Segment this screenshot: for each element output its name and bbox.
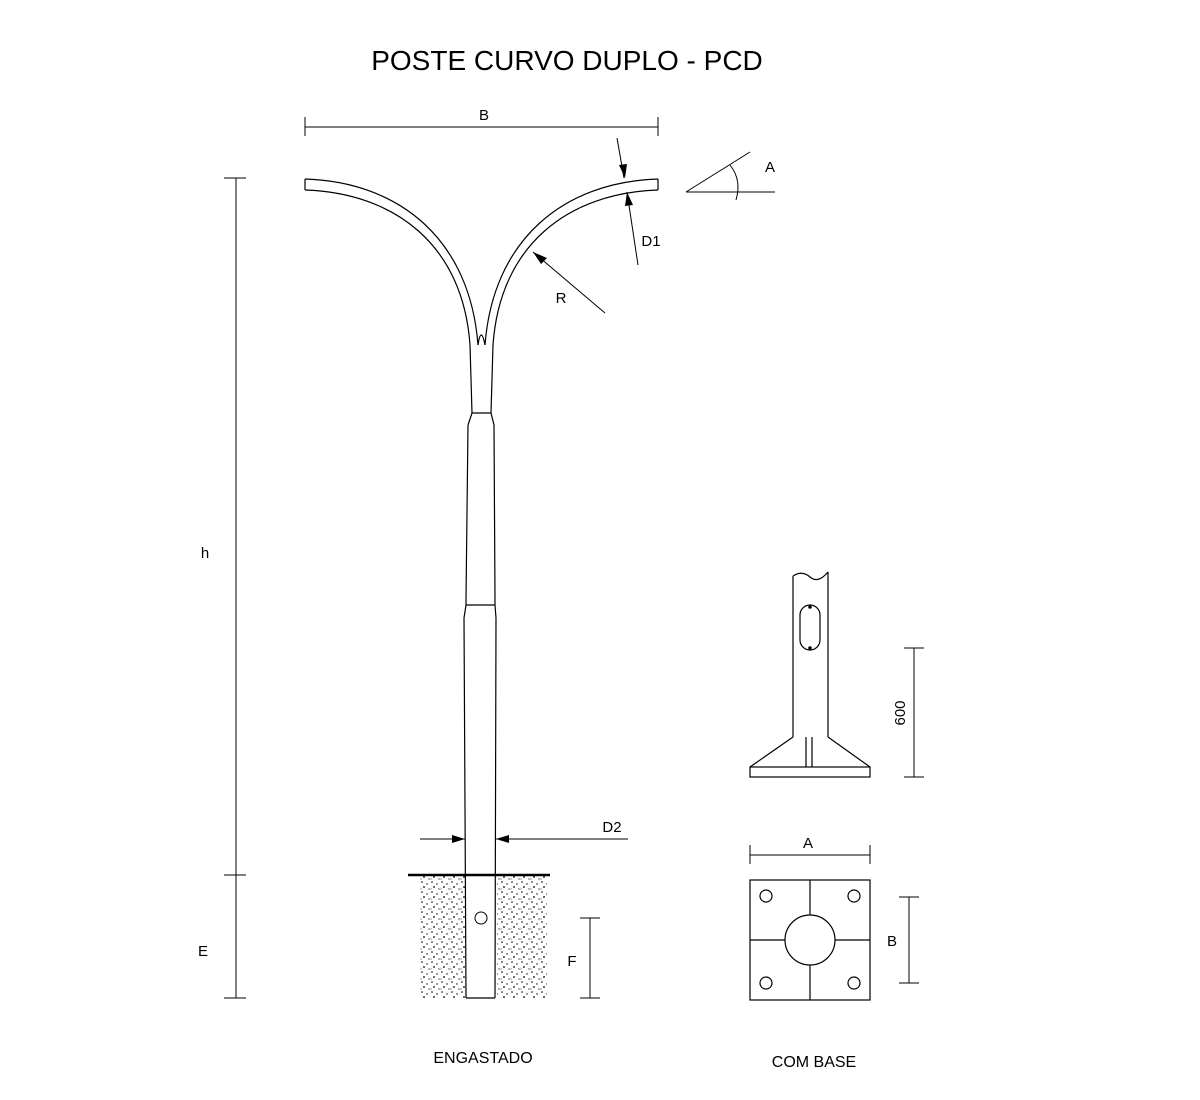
pole-shaft <box>463 344 497 999</box>
dimension-600-label: 600 <box>892 700 909 725</box>
dimension-h-label: h <box>201 545 209 562</box>
dimension-d2: D2 <box>420 819 628 843</box>
pole-arms <box>304 178 659 346</box>
bolt-hole <box>759 889 773 903</box>
dimension-r-label: R <box>556 290 567 307</box>
dimension-d1-label: D1 <box>641 233 660 250</box>
angle-a-indicator: A <box>685 151 775 201</box>
dimension-d2-label: D2 <box>602 819 621 836</box>
bolt-hole <box>759 976 773 990</box>
dimension-e: E <box>198 875 246 999</box>
dimension-base-a: A <box>749 835 871 864</box>
pole-footprint <box>784 914 836 966</box>
dimension-base-b: B <box>887 896 919 984</box>
caption-com-base: COM BASE <box>772 1054 856 1071</box>
caption-engastado: ENGASTADO <box>433 1050 532 1067</box>
dimension-f-label: F <box>567 953 576 970</box>
dimension-d1: D1 <box>616 137 661 266</box>
drawing-title: POSTE CURVO DUPLO - PCD <box>371 45 763 76</box>
dimension-base-a-label: A <box>803 835 813 852</box>
angle-a-label: A <box>765 159 775 176</box>
dimension-base-b-label: B <box>887 933 897 950</box>
cable-hole <box>474 911 488 925</box>
dimension-e-label: E <box>198 943 208 960</box>
bolt-hole <box>847 976 861 990</box>
base-plan-view <box>749 879 871 1001</box>
dimension-r: R <box>532 251 606 314</box>
dimension-600: 600 <box>892 647 924 778</box>
soil-embedding <box>408 873 550 998</box>
dimension-b-top: B <box>304 107 659 136</box>
bolt-hole <box>847 889 861 903</box>
base-side-view <box>749 571 871 778</box>
dimension-b-label: B <box>479 107 489 124</box>
dimension-h: h <box>201 177 246 876</box>
dimension-f: F <box>567 917 600 999</box>
